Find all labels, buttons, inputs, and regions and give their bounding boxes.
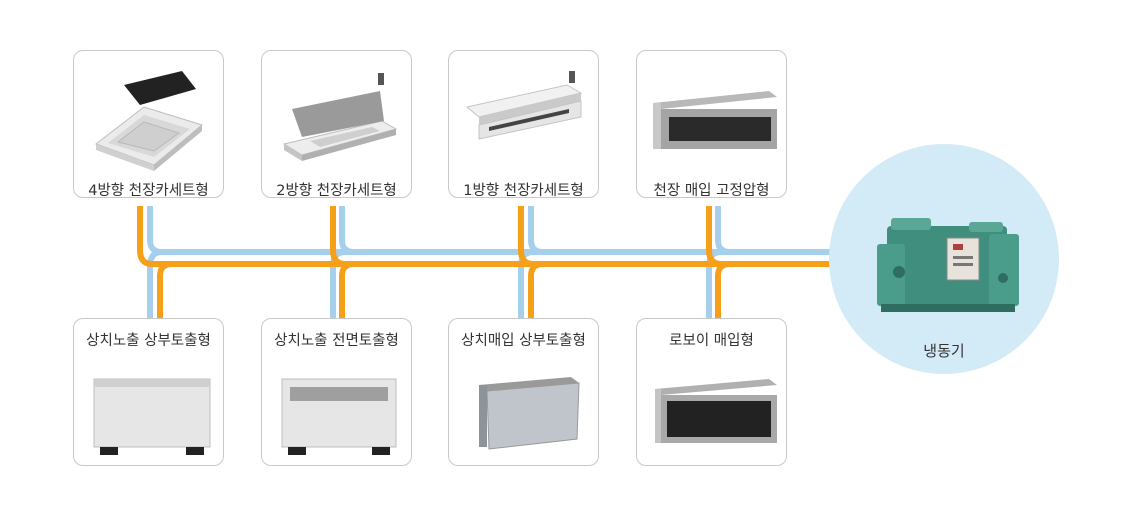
floor-exposed-front-discharge-icon <box>281 378 397 455</box>
chiller-label: 냉동기 <box>923 342 965 360</box>
two-way-cassette-icon <box>282 73 398 161</box>
one-way-cassette-icon <box>465 71 583 140</box>
card-label: 상치노출 상부토출형 <box>86 333 211 349</box>
orange-branch-5 <box>157 261 173 318</box>
orange-branch-4 <box>706 206 722 267</box>
card-label: 상치노출 전면토출형 <box>274 333 399 349</box>
card-label: 로보이 매입형 <box>669 333 754 349</box>
card-label: 4방향 천장카세트형 <box>88 183 209 199</box>
card-label: 2방향 천장카세트형 <box>276 183 397 199</box>
ceiling-concealed-duct-icon <box>653 91 777 149</box>
blue-main-pipe <box>147 206 830 255</box>
chiller-node: 냉동기 <box>829 144 1059 374</box>
card-four-way-cassette[interactable]: 4방향 천장카세트형 <box>73 50 224 199</box>
card-one-way-cassette[interactable]: 1방향 천장카세트형 <box>448 50 599 199</box>
card-label: 천장 매입 고정압형 <box>653 183 770 199</box>
absorption-chiller-icon <box>877 218 1019 312</box>
orange-branch-3 <box>518 206 534 267</box>
orange-branch-2 <box>330 206 346 267</box>
card-floor-exposed-top-discharge[interactable]: 상치노출 상부토출형 <box>73 318 224 466</box>
card-label: 1방향 천장카세트형 <box>463 183 584 199</box>
orange-main-pipe <box>137 206 830 267</box>
lowboy-concealed-icon <box>655 379 777 443</box>
card-floor-concealed-top-discharge[interactable]: 상치매입 상부토출형 <box>448 318 599 466</box>
orange-branch-6 <box>339 261 355 318</box>
orange-branch-7 <box>528 261 544 318</box>
blue-branch-2 <box>339 206 355 255</box>
card-two-way-cassette[interactable]: 2방향 천장카세트형 <box>261 50 412 199</box>
floor-concealed-top-discharge-icon <box>479 377 580 450</box>
four-way-cassette-icon <box>94 71 204 171</box>
card-ceiling-concealed-duct[interactable]: 천장 매입 고정압형 <box>636 50 787 199</box>
orange-branch-8 <box>715 261 731 318</box>
card-label: 상치매입 상부토출형 <box>461 333 586 349</box>
blue-branch-3 <box>528 206 544 255</box>
card-floor-exposed-front-discharge[interactable]: 상치노출 전면토출형 <box>261 318 412 466</box>
card-lowboy-concealed[interactable]: 로보이 매입형 <box>636 318 787 466</box>
floor-exposed-top-discharge-icon <box>93 378 211 455</box>
blue-branch-4 <box>715 206 731 255</box>
